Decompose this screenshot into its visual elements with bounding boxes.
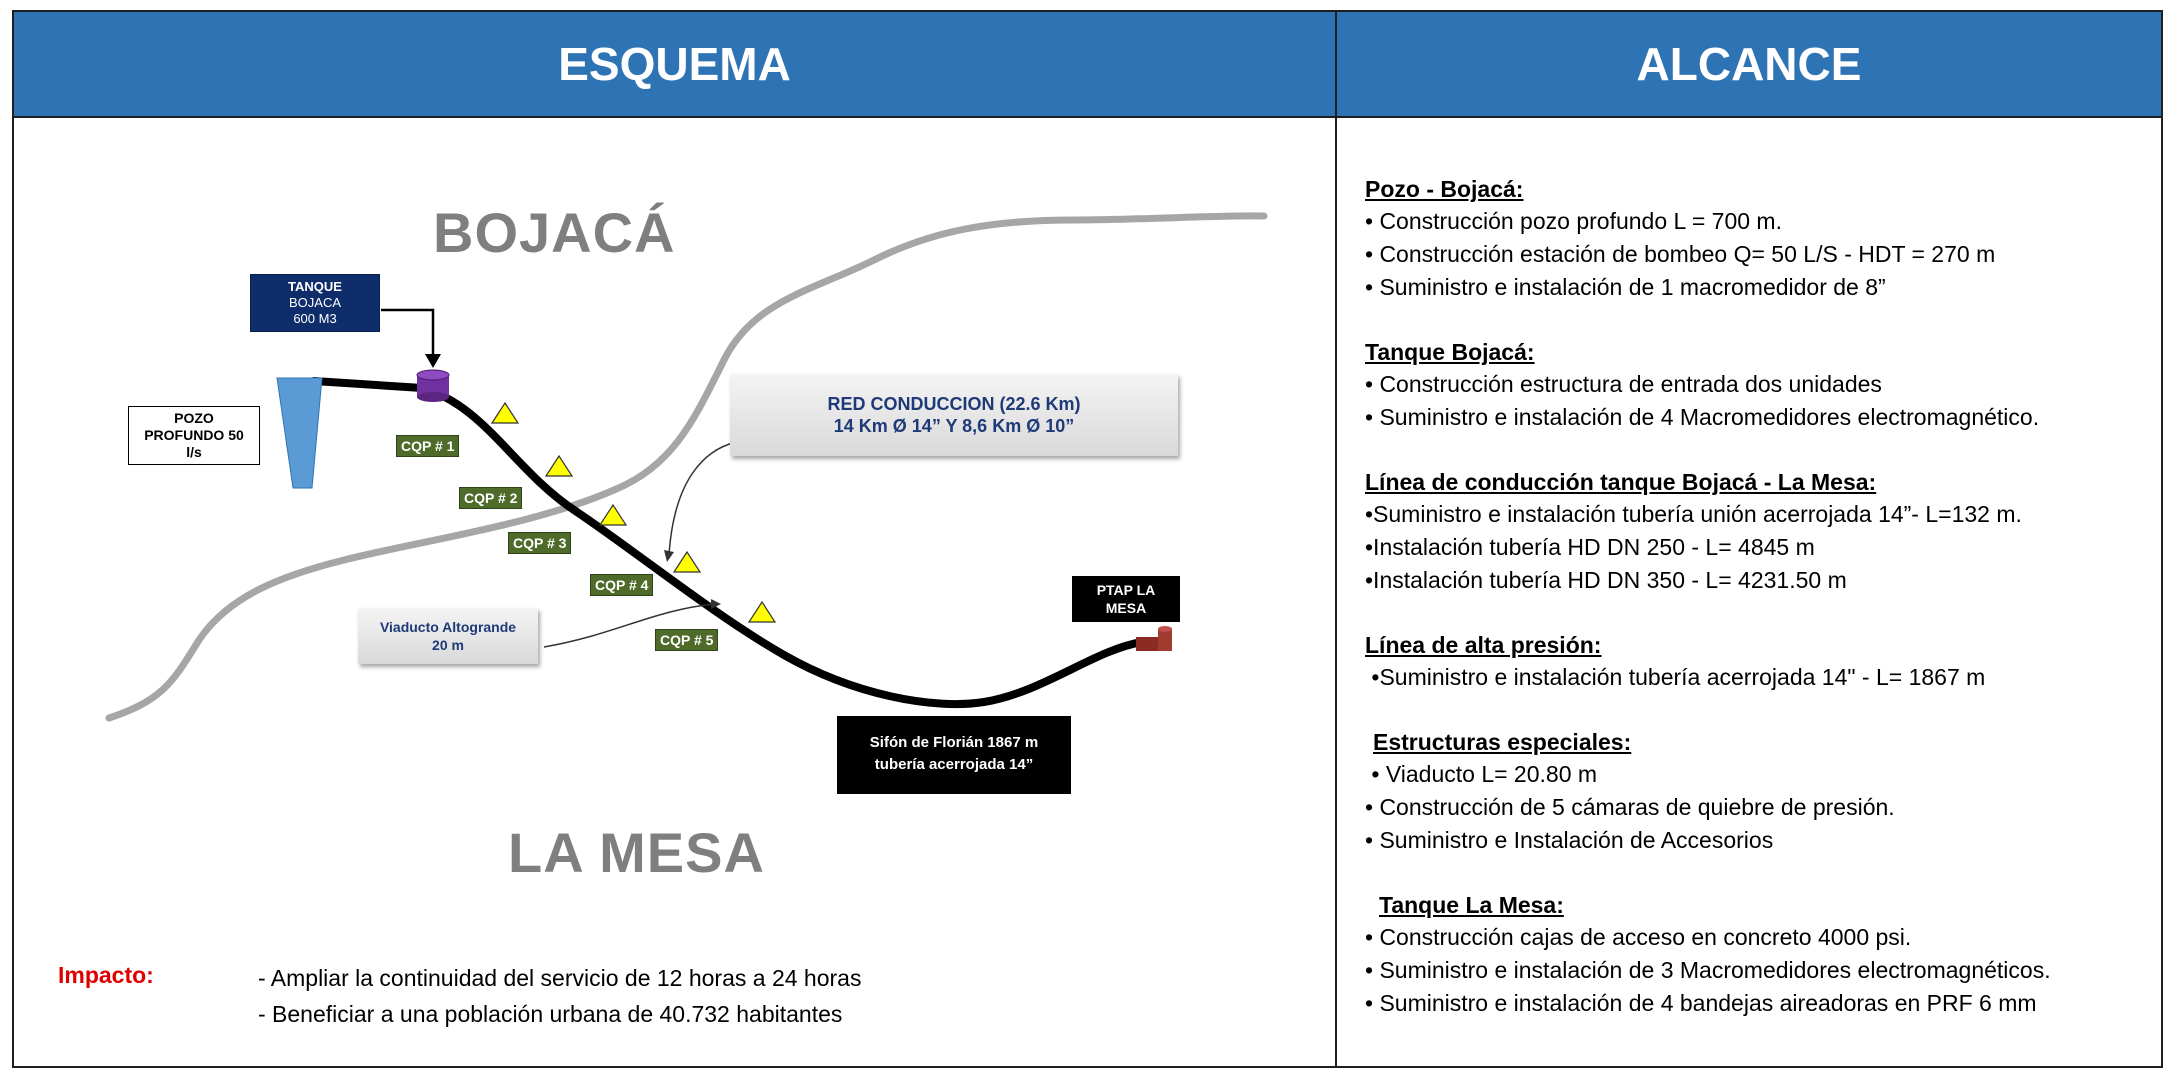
page-frame	[12, 10, 2163, 1068]
conduction-label-line: RED CONDUCCION (22.6 Km)	[827, 394, 1081, 414]
scope-item: •Suministro e instalación tubería acerro…	[1365, 664, 1986, 690]
impact-list: - Ampliar la continuidad del servicio de…	[258, 960, 861, 1032]
scope-item: • Construcción cajas de acceso en concre…	[1365, 924, 1912, 950]
terrain-line	[105, 212, 1268, 722]
scope-item: • Suministro e instalación de 1 macromed…	[1365, 274, 1886, 300]
cqp-label-5: CQP # 5	[655, 629, 719, 651]
cqp-marker-2	[544, 454, 574, 477]
cqp-label-1: CQP # 1	[396, 435, 460, 457]
tank-pointer-arrow	[381, 308, 435, 356]
scope-item: • Construcción de 5 cámaras de quiebre d…	[1365, 794, 1895, 820]
well-label-line: PROFUNDO 50	[144, 427, 244, 443]
scope-item: • Viaducto L= 20.80 m	[1365, 761, 1598, 787]
conduction-pointer-head	[664, 550, 674, 562]
conduction-network-label: RED CONDUCCION (22.6 Km) 14 Km Ø 14” Y 8…	[730, 374, 1178, 456]
viaduct-label-line: 20 m	[432, 637, 464, 653]
siphon-label-line: Sifón de Florián 1867 m	[869, 734, 1039, 751]
tank-pointer-head	[425, 354, 441, 368]
scheme-diagram: BOJACÁ LA MESA TANQUE BOJACA 600 M3 POZO…	[14, 120, 1335, 1020]
diagram-canvas	[105, 212, 1268, 722]
tank-label-line: 600 M3	[293, 311, 337, 326]
well-label-line: l/s	[186, 444, 202, 460]
pipeline	[310, 377, 1146, 709]
siphon-label: Sifón de Florián 1867 m tubería acerroja…	[837, 716, 1071, 794]
esquema-title: ESQUEMA	[558, 38, 791, 90]
esquema-header: ESQUEMA	[14, 12, 1335, 118]
section-title: Tanque La Mesa:	[1379, 892, 1564, 918]
scope-item: • Construcción estructura de entrada dos…	[1365, 371, 1882, 397]
cqp-label-3: CQP # 3	[508, 532, 572, 554]
scope-item: • Suministro e Instalación de Accesorios	[1365, 827, 1774, 853]
region-la-mesa: LA MESA	[508, 821, 765, 884]
scope-item: • Suministro e instalación de 4 bandejas…	[1365, 990, 2037, 1016]
viaduct-pointer-head	[711, 599, 721, 609]
ptap-tank-icon	[1136, 626, 1172, 651]
ptap-label-line: PTAP LA	[1096, 582, 1156, 598]
tank-icon	[416, 369, 450, 402]
scope-section-tanque-bojaca: Tanque Bojacá: • Construcción estructura…	[1365, 337, 2155, 434]
cqp-label-2: CQP # 2	[459, 487, 523, 509]
well-shape	[276, 377, 323, 489]
scope-item: •Instalación tubería HD DN 250 - L= 4845…	[1365, 534, 1815, 560]
viaduct-label-line: Viaducto Altogrande	[379, 619, 517, 635]
ptap-label-line: MESA	[1105, 600, 1147, 616]
alcance-title: ALCANCE	[1636, 38, 1862, 90]
conduction-label-line: 14 Km Ø 14” Y 8,6 Km Ø 10”	[833, 416, 1075, 436]
scope-section-alta-presion: Línea de alta presión: •Suministro e ins…	[1365, 630, 2155, 694]
scope-item: •Suministro e instalación tubería unión …	[1365, 501, 2022, 527]
impact-item: - Ampliar la continuidad del servicio de…	[258, 965, 862, 991]
column-divider	[1335, 10, 1337, 1068]
scope-item: • Suministro e instalación de 3 Macromed…	[1365, 957, 2051, 983]
impact-title: Impacto:	[58, 962, 154, 988]
viaduct-pointer	[543, 603, 715, 648]
viaduct-label: Viaducto Altogrande 20 m	[358, 608, 538, 664]
section-title: Pozo - Bojacá:	[1365, 176, 1524, 202]
scope-list: Pozo - Bojacá: • Construcción pozo profu…	[1365, 174, 2155, 1053]
tank-label: TANQUE BOJACA 600 M3	[250, 274, 380, 332]
section-title: Tanque Bojacá:	[1365, 339, 1535, 365]
cqp-marker-3	[598, 503, 628, 526]
siphon-label-line: tubería acerrojada 14”	[874, 756, 1034, 773]
section-title: Estructuras especiales:	[1373, 729, 1632, 755]
scope-section-linea-conduccion: Línea de conducción tanque Bojacá - La M…	[1365, 467, 2155, 597]
scope-section-tanque-la-mesa: Tanque La Mesa: • Construcción cajas de …	[1365, 890, 2155, 1020]
cqp-marker-1	[490, 401, 520, 424]
tank-label-line: BOJACA	[288, 295, 341, 310]
scope-item: • Suministro e instalación de 4 Macromed…	[1365, 404, 2040, 430]
scope-section-pozo: Pozo - Bojacá: • Construcción pozo profu…	[1365, 174, 2155, 304]
tank-label-line: TANQUE	[288, 279, 342, 294]
scope-item: • Construcción estación de bombeo Q= 50 …	[1365, 241, 1996, 267]
well-label-line: POZO	[174, 410, 214, 426]
cqp-label-4: CQP # 4	[590, 574, 654, 596]
ptap-label: PTAP LA MESA	[1072, 576, 1180, 622]
region-bojaca: BOJACÁ	[433, 201, 676, 264]
cqp-marker-4	[672, 550, 702, 573]
scope-section-estructuras: Estructuras especiales: • Viaducto L= 20…	[1365, 727, 2155, 857]
well-label: POZO PROFUNDO 50 l/s	[128, 406, 260, 465]
scope-item: • Construcción pozo profundo L = 700 m.	[1365, 208, 1782, 234]
impact-item: - Beneficiar a una población urbana de 4…	[258, 1001, 843, 1027]
cqp-marker-5	[747, 600, 777, 623]
alcance-header: ALCANCE	[1337, 12, 2161, 118]
section-title: Línea de conducción tanque Bojacá - La M…	[1365, 469, 1877, 495]
scope-item: •Instalación tubería HD DN 350 - L= 4231…	[1365, 567, 1847, 593]
conduction-pointer	[668, 441, 737, 556]
section-title: Línea de alta presión:	[1365, 632, 1602, 658]
